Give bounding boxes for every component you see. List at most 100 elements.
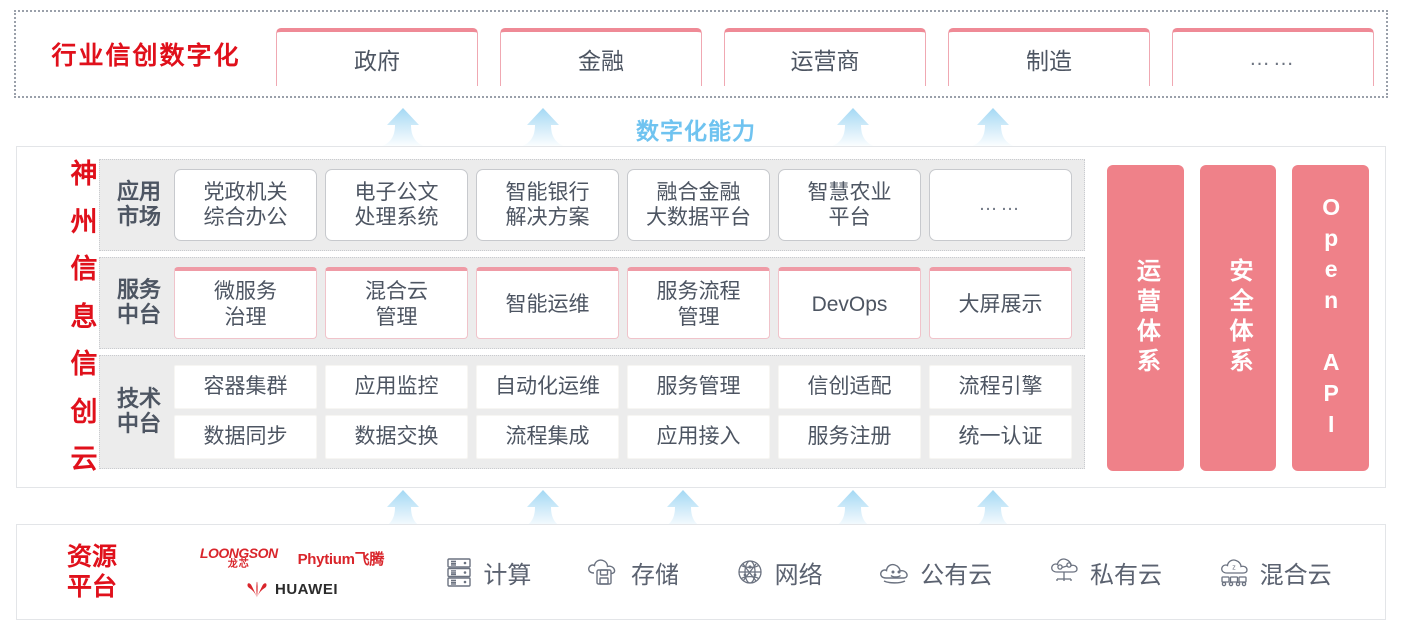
side-panel-operations-system[interactable]: 运营体系 xyxy=(1107,165,1184,471)
tech-cell-automated-ops[interactable]: 自动化运维 xyxy=(476,365,619,409)
tech-cell-app-monitoring[interactable]: 应用监控 xyxy=(325,365,468,409)
private-cloud-icon xyxy=(1047,556,1081,588)
capability-label: 数字化能力 xyxy=(636,118,756,144)
cloud-title-char: 信 xyxy=(70,349,98,379)
phytium-logo: Phytium飞腾 xyxy=(297,550,385,568)
huawei-flower-icon xyxy=(246,580,268,598)
cloud-platform-title: 神 州 信 息 信 创 云 xyxy=(55,161,113,473)
up-arrow-icon xyxy=(822,106,884,150)
layer-app-market: 应用 市场 党政机关综合办公 电子公文处理系统 智能银行解决方案 融合金融大数据… xyxy=(99,159,1085,251)
tech-cell-service-registry[interactable]: 服务注册 xyxy=(778,415,921,459)
loongson-logo-subtext: 龙芯 xyxy=(227,559,250,570)
vendor-row-top: LOONGSON 龙芯 Phytium飞腾 xyxy=(200,546,384,570)
layer-cells-app-market: 党政机关综合办公 电子公文处理系统 智能银行解决方案 融合金融大数据平台 智慧农… xyxy=(170,160,1076,250)
side-panel-list: 运营体系 安全体系 Open API xyxy=(1107,165,1370,471)
cloud-title-char: 州 xyxy=(70,206,98,237)
cloud-title-char: 神 xyxy=(70,159,98,189)
resource-item-label: 存储 xyxy=(630,561,679,589)
layer-label-service-platform: 服务 中台 xyxy=(116,277,161,327)
industry-tab-operator[interactable]: 运营商 xyxy=(724,28,926,86)
loongson-logo-text: LOONGSON xyxy=(199,545,278,561)
up-arrow-icon xyxy=(512,106,574,150)
cloud-platform-box: 神 州 信 息 信 创 云 应用 市场 党政机关综合办公 电子公文处理系统 智能… xyxy=(16,146,1386,488)
app-cell-edoc-system[interactable]: 电子公文处理系统 xyxy=(325,169,468,241)
cloud-title-char: 信 xyxy=(70,254,98,284)
resource-item-label: 网络 xyxy=(774,561,823,589)
svc-cell-devops[interactable]: DevOps xyxy=(778,267,921,339)
industry-tab-manufacturing[interactable]: 制造 xyxy=(948,28,1150,86)
svg-text:z: z xyxy=(1232,565,1236,572)
svc-cell-large-screen-display[interactable]: 大屏展示 xyxy=(929,267,1072,339)
tech-cell-process-integration[interactable]: 流程集成 xyxy=(476,415,619,459)
industry-tab-finance[interactable]: 金融 xyxy=(500,28,702,86)
resource-item-label: 混合云 xyxy=(1259,561,1332,589)
resource-item-storage[interactable]: 存储 xyxy=(586,555,679,590)
resource-item-public-cloud[interactable]: 公有云 xyxy=(877,555,992,590)
huawei-logo-text: HUAWEI xyxy=(275,580,338,598)
industry-tab-government[interactable]: 政府 xyxy=(276,28,478,86)
up-arrow-icon xyxy=(822,488,884,532)
app-cell-smart-agriculture[interactable]: 智慧农业平台 xyxy=(778,169,921,241)
industry-band: 行业信创数字化 政府 金融 运营商 制造 …… xyxy=(14,10,1388,98)
side-panel-label: 运营体系 xyxy=(1132,258,1160,378)
svc-cell-microservice-governance[interactable]: 微服务治理 xyxy=(174,267,317,339)
app-cell-smart-banking[interactable]: 智能银行解决方案 xyxy=(476,169,619,241)
layer-label-app-market: 应用 市场 xyxy=(116,179,161,229)
network-globe-icon xyxy=(734,556,766,588)
app-cell-finance-bigdata[interactable]: 融合金融大数据平台 xyxy=(627,169,770,241)
server-rack-icon xyxy=(444,556,474,588)
resource-item-network[interactable]: 网络 xyxy=(734,555,823,590)
app-cell-more[interactable]: …… xyxy=(929,169,1072,241)
tech-cell-unified-auth[interactable]: 统一认证 xyxy=(929,415,1072,459)
huawei-logo: HUAWEI xyxy=(246,580,338,598)
industry-tab-more[interactable]: …… xyxy=(1172,28,1374,86)
hybrid-cloud-icon: z xyxy=(1217,556,1251,588)
tech-cell-data-sync[interactable]: 数据同步 xyxy=(174,415,317,459)
app-cell-government-office[interactable]: 党政机关综合办公 xyxy=(174,169,317,241)
up-arrow-icon xyxy=(372,488,434,532)
side-panel-label: 安全体系 xyxy=(1225,258,1252,378)
public-cloud-icon xyxy=(877,557,911,587)
capability-arrow-strip: 数字化能力 xyxy=(0,104,1402,150)
svc-cell-aiops[interactable]: 智能运维 xyxy=(476,267,619,339)
up-arrow-icon xyxy=(372,106,434,150)
up-arrow-icon xyxy=(512,488,574,532)
vendor-logo-group: LOONGSON 龙芯 Phytium飞腾 HUAWEI xyxy=(167,546,417,598)
cloud-layer-list: 应用 市场 党政机关综合办公 电子公文处理系统 智能银行解决方案 融合金融大数据… xyxy=(99,159,1085,477)
cloud-title-char: 云 xyxy=(70,444,98,474)
side-panel-label: Open API xyxy=(1318,194,1345,442)
layer-tech-platform: 技术 中台 容器集群 应用监控 自动化运维 服务管理 信创适配 流程引擎 数据同… xyxy=(99,355,1085,469)
cloud-title-char: 息 xyxy=(70,301,98,332)
layer-label-tech-platform: 技术 中台 xyxy=(116,386,161,436)
layer-service-platform: 服务 中台 微服务治理 混合云管理 智能运维 服务流程管理 DevOps 大屏展… xyxy=(99,257,1085,349)
up-arrow-icon xyxy=(652,488,714,532)
side-panel-open-api[interactable]: Open API xyxy=(1292,165,1370,471)
side-panel-security-system[interactable]: 安全体系 xyxy=(1199,165,1277,471)
resource-item-private-cloud[interactable]: 私有云 xyxy=(1047,555,1162,590)
resource-item-label: 计算 xyxy=(483,561,532,589)
svc-cell-service-process-mgmt[interactable]: 服务流程管理 xyxy=(627,267,770,339)
tech-cell-xinchuang-adaptation[interactable]: 信创适配 xyxy=(778,365,921,409)
tech-cell-app-access[interactable]: 应用接入 xyxy=(627,415,770,459)
resource-item-label: 私有云 xyxy=(1089,561,1162,589)
tech-cell-service-mgmt[interactable]: 服务管理 xyxy=(627,365,770,409)
resource-item-compute[interactable]: 计算 xyxy=(444,555,531,590)
tech-cell-container-cluster[interactable]: 容器集群 xyxy=(174,365,317,409)
svc-cell-hybrid-cloud-mgmt[interactable]: 混合云管理 xyxy=(325,267,468,339)
tech-row-1: 容器集群 应用监控 自动化运维 服务管理 信创适配 流程引擎 xyxy=(174,365,1072,409)
industry-band-title: 行业信创数字化 xyxy=(51,42,241,70)
layer-cells-service-platform: 微服务治理 混合云管理 智能运维 服务流程管理 DevOps 大屏展示 xyxy=(170,258,1076,348)
resource-item-hybrid-cloud[interactable]: z 混合云 xyxy=(1217,555,1332,590)
loongson-logo: LOONGSON 龙芯 xyxy=(200,546,278,570)
tech-cell-data-exchange[interactable]: 数据交换 xyxy=(325,415,468,459)
industry-tab-list: 政府 金融 运营商 制造 …… xyxy=(276,12,1386,96)
resource-arrow-strip xyxy=(0,486,1402,532)
tech-row-2: 数据同步 数据交换 流程集成 应用接入 服务注册 统一认证 xyxy=(174,415,1072,459)
cloud-title-char: 创 xyxy=(70,396,98,427)
tech-cell-process-engine[interactable]: 流程引擎 xyxy=(929,365,1072,409)
vendor-row-bottom: HUAWEI xyxy=(246,580,338,598)
resource-item-label: 公有云 xyxy=(920,561,993,589)
up-arrow-icon xyxy=(962,488,1024,532)
up-arrow-icon xyxy=(962,106,1024,150)
